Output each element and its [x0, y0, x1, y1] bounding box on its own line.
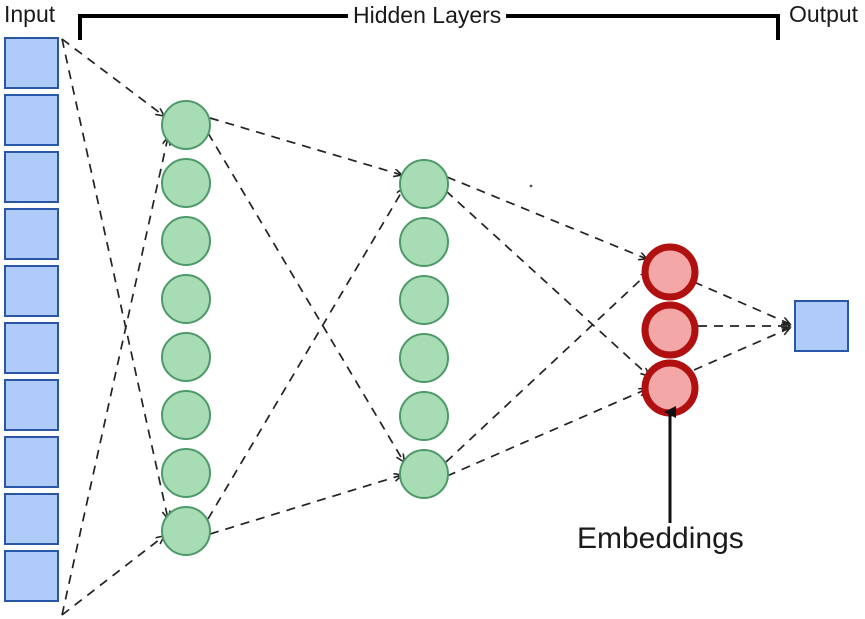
hidden-layer-2-node-1 [399, 159, 449, 209]
hidden-layer-1-node-8 [161, 506, 211, 556]
hidden-layer-1-node-2 [161, 158, 211, 208]
hidden-layer-1-node-1 [161, 100, 211, 150]
output-layer [794, 300, 849, 352]
input-layer [4, 37, 59, 602]
connection-h2-top-to-emb-bottom [445, 190, 649, 376]
hidden-layer-2-node-6 [399, 449, 449, 499]
input-layer-node-9 [4, 493, 59, 545]
input-layer-node-4 [4, 208, 59, 260]
input-layer-node-6 [4, 322, 59, 374]
input-layer-node-10 [4, 550, 59, 602]
connection-h2-bottom-to-emb-top [445, 272, 649, 463]
embedding-layer-node-2 [641, 301, 699, 359]
connection-h2-bottom-to-emb-bottom [446, 389, 647, 477]
output-layer-node-1 [794, 300, 849, 352]
hidden-layers-label: Hidden Layers [348, 4, 507, 27]
hidden-layer-1-node-6 [161, 390, 211, 440]
connection-input-top-to-h1-bottom [61, 38, 168, 519]
embedding-layer-node-3 [641, 359, 699, 417]
connection-emb-bottom-to-output [693, 328, 790, 371]
connection-h1-bottom-to-h2-bottom [209, 475, 402, 535]
connection-input-bottom-to-h1-top [61, 137, 168, 616]
embeddings-label: Embeddings [577, 522, 744, 555]
hidden-layer-1-node-3 [161, 216, 211, 266]
connection-h1-top-to-h2-top [209, 117, 402, 175]
connection-h2-top-to-emb-top [446, 176, 647, 259]
hidden-layer-1-node-4 [161, 274, 211, 324]
input-layer-node-5 [4, 265, 59, 317]
connection-emb-top-to-output [693, 281, 790, 324]
hidden-layer-2 [399, 159, 449, 499]
embedding-layer-node-1 [641, 243, 699, 301]
connection-lines [61, 38, 790, 616]
input-layer-node-7 [4, 379, 59, 431]
input-layer-node-1 [4, 37, 59, 89]
connection-h1-bottom-to-h2-top [207, 188, 404, 520]
hidden-layer-1-node-7 [161, 448, 211, 498]
hidden-layer-2-node-4 [399, 333, 449, 383]
connection-h1-top-to-h2-bottom [207, 132, 404, 462]
stray-dot-artifact [529, 184, 533, 188]
connection-input-bottom-to-h1-bottom [61, 536, 164, 616]
hidden-layer-2-node-3 [399, 275, 449, 325]
embedding-layer [641, 243, 699, 417]
hidden-layer-2-node-5 [399, 391, 449, 441]
input-layer-node-8 [4, 436, 59, 488]
input-label: Input [4, 1, 56, 27]
output-label: Output [789, 1, 859, 27]
hidden-layer-1-node-5 [161, 332, 211, 382]
connection-input-top-to-h1-top [61, 38, 164, 116]
input-layer-node-2 [4, 94, 59, 146]
hidden-layer-2-node-2 [399, 217, 449, 267]
hidden-layer-1 [161, 100, 211, 556]
input-layer-node-3 [4, 151, 59, 203]
